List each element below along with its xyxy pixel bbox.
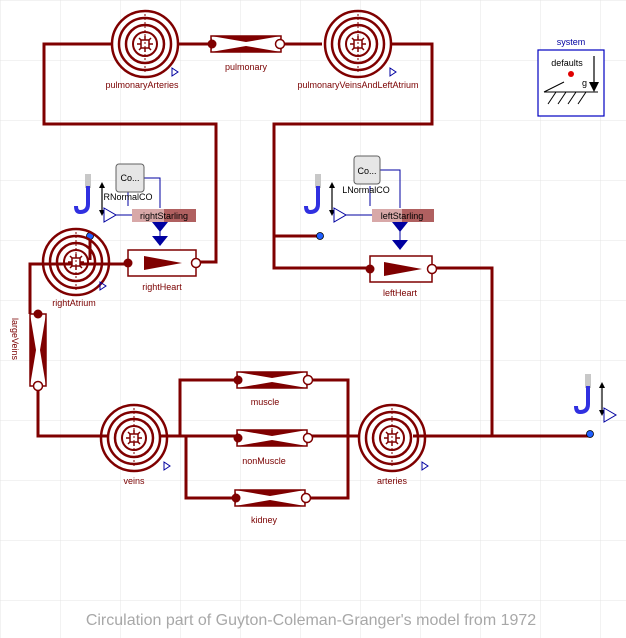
arterial-pressure-sensor[interactable] [574,372,617,438]
gravity-point [568,71,574,77]
left-pressure-sensor[interactable] [304,172,347,240]
left-starling-label: leftStarling [381,211,424,221]
pulmonary-arteries-label: pulmonaryArteries [105,80,179,90]
pulmonary-veins-component[interactable]: pulmonaryVeinsAndLeftAtrium [297,9,419,90]
pulmonary-veins-label: pulmonaryVeinsAndLeftAtrium [297,80,418,90]
kidney-label: kidney [251,515,278,525]
right-starling-label: rightStarling [140,211,188,221]
right-co-label: Co... [120,173,139,183]
left-starling-block[interactable]: leftStarling [372,209,434,250]
left-normal-co-label: LNormalCO [342,185,390,195]
pulmonary-label: pulmonary [225,62,268,72]
muscle-label: muscle [251,397,280,407]
muscle-resistor[interactable]: muscle [233,371,314,407]
defaults-label: defaults [551,58,583,68]
veins-label: veins [123,476,145,486]
left-heart-label: leftHeart [383,288,418,298]
diagram-caption: Circulation part of Guyton-Coleman-Grang… [86,612,536,629]
g-label: g [582,78,587,88]
right-atrium-component[interactable]: rightAtrium [41,227,111,308]
right-atrium-label: rightAtrium [52,298,96,308]
pulmonary-arteries-component[interactable]: pulmonaryArteries [105,9,180,90]
right-starling-block[interactable]: rightStarling [132,209,196,246]
right-normal-co-label: RNormalCO [103,192,152,202]
system-title: system [557,37,586,47]
left-heart-component[interactable]: leftHeart [365,255,438,298]
right-co-block[interactable]: Co... RNormalCO [103,163,153,202]
non-muscle-resistor[interactable]: nonMuscle [233,429,314,466]
pulmonary-resistor[interactable]: pulmonary [207,35,286,72]
veins-component[interactable]: veins [99,403,171,486]
large-veins-label: largeVeins [10,318,20,361]
non-muscle-label: nonMuscle [242,456,286,466]
arteries-component[interactable]: arteries [357,403,429,486]
large-veins-resistor[interactable]: largeVeins [10,309,47,392]
gravity-arrow-icon [589,82,599,92]
left-co-block[interactable]: Co... LNormalCO [342,155,390,195]
arteries-label: arteries [377,476,408,486]
wires [28,42,590,500]
left-co-label: Co... [357,166,376,176]
right-heart-label: rightHeart [142,282,182,292]
system-block[interactable]: system defaults g [537,37,605,117]
kidney-resistor[interactable]: kidney [231,489,312,525]
right-heart-component[interactable]: rightHeart [123,249,202,292]
